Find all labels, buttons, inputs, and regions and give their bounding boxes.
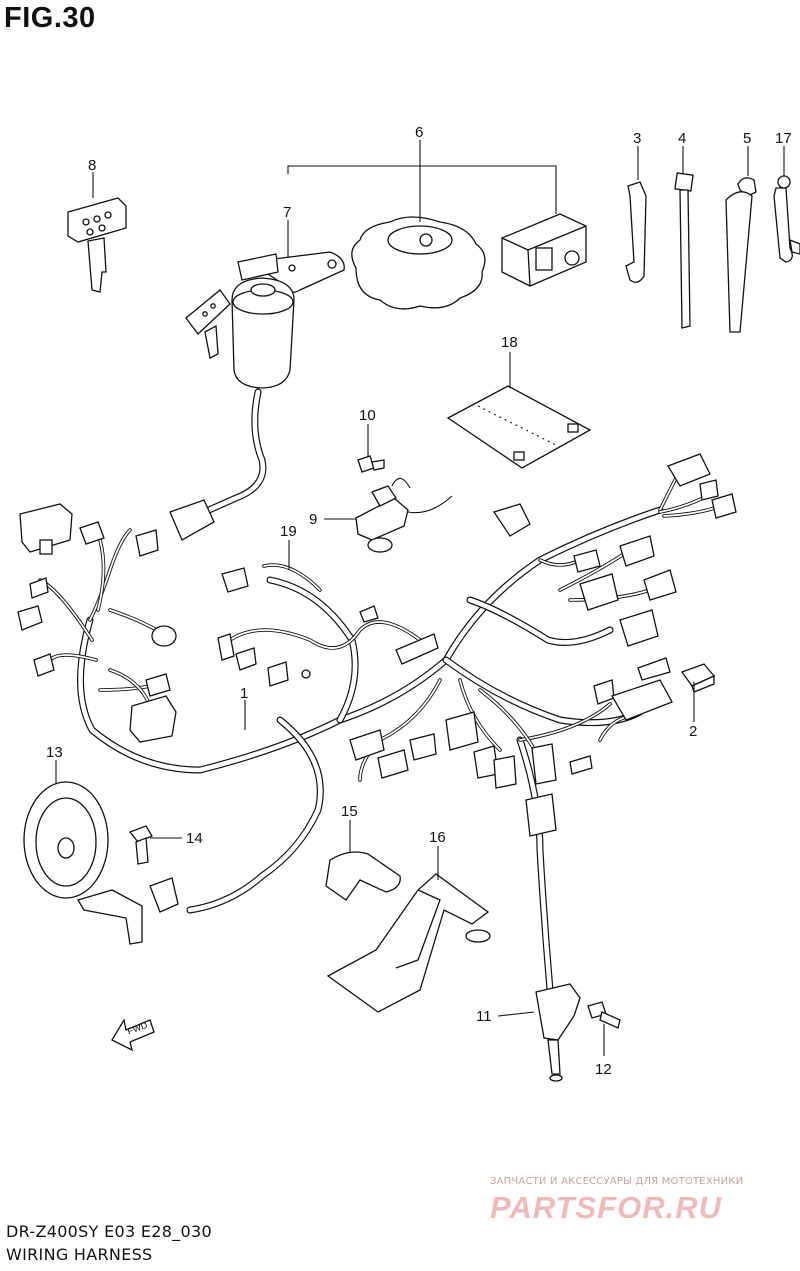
fwd-arrow-icon: FWD: [111, 1018, 155, 1052]
callout-8: 8: [88, 157, 96, 174]
part-bracket[interactable]: [326, 873, 491, 1013]
part-clamp-3[interactable]: [625, 181, 647, 283]
harness-connectors[interactable]: [17, 453, 737, 837]
leader-lines: [55, 140, 785, 1056]
part-screw-12[interactable]: [587, 1001, 621, 1029]
callout-2: 2: [689, 723, 697, 740]
part-cable-tie-4[interactable]: [674, 172, 694, 329]
callout-7: 7: [283, 204, 291, 221]
part-bolt-14[interactable]: [128, 825, 153, 865]
callout-12: 12: [595, 1061, 612, 1078]
callout-5: 5: [743, 130, 751, 147]
callout-9: 9: [309, 511, 317, 528]
watermark-tagline: ЗАПЧАСТИ И АКСЕССУАРЫ ДЛЯ МОТОТЕХНИКИ: [490, 1176, 744, 1187]
callout-15: 15: [341, 803, 358, 820]
part-switch-9[interactable]: [355, 477, 453, 553]
model-code: DR-Z400SY E03 E28_030: [6, 1222, 212, 1241]
callout-16: 16: [429, 829, 446, 846]
part-fuse[interactable]: [680, 663, 716, 693]
part-switch-11[interactable]: [535, 983, 581, 1082]
part-key[interactable]: [67, 197, 127, 293]
part-ignition-switch[interactable]: [185, 251, 345, 389]
part-label-sheet[interactable]: [446, 385, 592, 469]
callout-6: 6: [415, 124, 423, 141]
part-clamp-5[interactable]: [725, 177, 757, 333]
callout-17: 17: [775, 130, 792, 147]
callout-10: 10: [359, 407, 376, 424]
section-name: WIRING HARNESS: [6, 1245, 153, 1264]
callout-13: 13: [46, 744, 63, 761]
part-horn[interactable]: [23, 781, 143, 945]
watermark-brand: PARTSFOR.RU: [490, 1190, 723, 1225]
callout-18: 18: [501, 334, 518, 351]
callout-1: 1: [240, 685, 248, 702]
callout-numbers: 8 6 7 3 4 5 17 18 10 9 19 1 2 13 14 15 1…: [46, 124, 792, 1078]
callout-3: 3: [633, 130, 641, 147]
callout-14: 14: [186, 830, 203, 847]
part-bolt-10[interactable]: [357, 455, 385, 473]
callout-19: 19: [280, 523, 297, 540]
part-cap-and-holder[interactable]: [351, 213, 587, 310]
part-clamp-17[interactable]: [773, 175, 800, 263]
horn-connector[interactable]: [149, 877, 179, 913]
figure-title: FIG.30: [4, 2, 96, 34]
callout-4: 4: [678, 130, 686, 147]
part-cover[interactable]: [325, 851, 401, 901]
callout-11: 11: [476, 1008, 492, 1025]
